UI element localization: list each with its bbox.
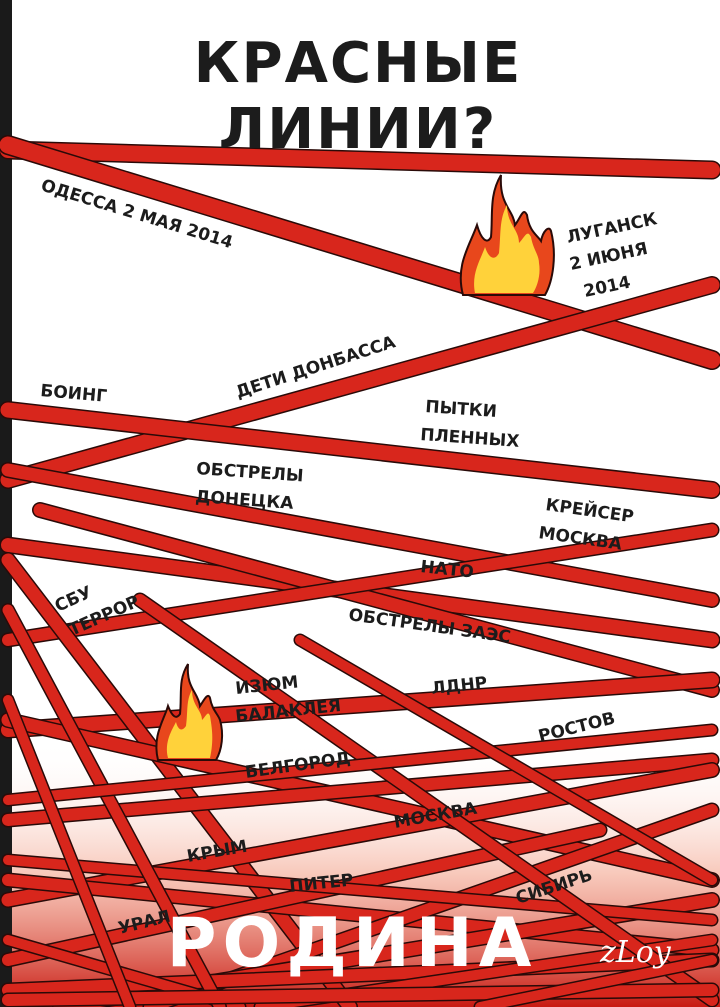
red-line [0,277,720,488]
red-line [2,604,226,1007]
red-line [1,463,719,607]
red-line [0,142,720,178]
title-line-2: ЛИНИИ? [219,97,497,162]
red-line [1,763,719,907]
red-line [3,725,717,805]
red-line [475,955,717,1007]
footer-rodina: РОДИНА [167,904,538,983]
red-line [295,635,717,885]
red-line [3,695,135,1007]
title-line-1: КРАСНЫЕ [194,31,522,96]
flame-icon [155,663,224,761]
label-pytki-1: ПЫТКИ [425,397,498,422]
left-frame-edge [0,0,12,1007]
red-line [134,594,718,1006]
red-lines-group [0,135,720,1007]
red-line [33,503,719,697]
red-line [2,874,718,956]
red-line [2,754,718,826]
red-line [2,524,718,646]
flame-icon [459,174,555,296]
red-line [0,402,720,498]
artist-signature: zLoy [599,935,672,970]
